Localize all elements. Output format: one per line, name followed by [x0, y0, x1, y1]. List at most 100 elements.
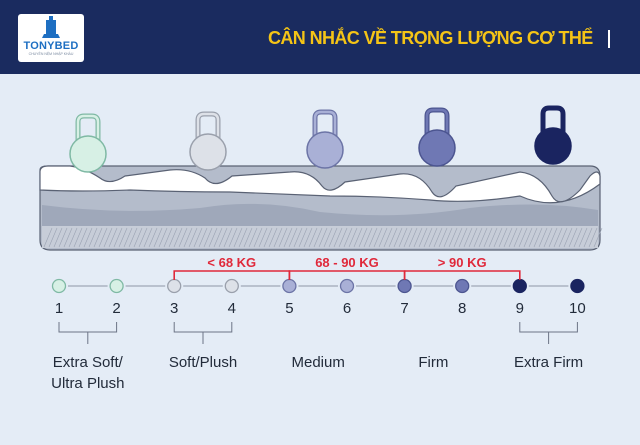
mattress-hatch-line — [318, 227, 328, 248]
scale-dot — [51, 278, 67, 294]
mattress-hatch-line — [113, 227, 123, 248]
mattress-hatch-line — [583, 227, 593, 248]
mattress-hatch-line — [243, 227, 253, 248]
mattress-hatch-line — [43, 227, 53, 248]
category-label-line: Extra Soft/ — [52, 354, 123, 371]
mattress-hatch-line — [343, 227, 353, 248]
mattress-hatch-line — [453, 227, 463, 248]
mattress-hatch-line — [563, 227, 573, 248]
mattress-hatch-line — [278, 227, 288, 248]
scale-dot — [167, 278, 182, 294]
mattress-hatch-line — [383, 227, 393, 248]
mattress-hatch-line — [73, 227, 83, 248]
mattress-hatch-line — [398, 227, 408, 248]
kettlebell-handle-inner — [76, 114, 100, 140]
mattress-hatch-line — [503, 227, 513, 248]
mattress-hatch-line — [423, 227, 433, 248]
mattress-hatch-line — [248, 227, 258, 248]
scale-number: 10 — [569, 300, 586, 317]
mattress-hatch-line — [288, 227, 298, 248]
category-bracket — [173, 322, 233, 333]
mattress-hatch-line — [123, 227, 133, 248]
scale-number: 7 — [400, 300, 409, 317]
mattress-hatch-line — [388, 227, 398, 248]
category-label-line: Extra Firm — [514, 354, 584, 371]
tonybed-logo: TONYBED CHUYÊN NỆM NHẬP KHẨU — [18, 14, 84, 62]
kettlebells — [69, 105, 572, 173]
mattress-hatch-line — [173, 227, 183, 248]
mattress-hatch-line — [218, 227, 228, 248]
mattress-hatch-line — [53, 227, 63, 248]
scale-dot — [397, 278, 412, 294]
mattress-hatch-line — [178, 227, 188, 248]
logo-subtext: CHUYÊN NỆM NHẬP KHẨU — [28, 52, 74, 56]
mattress-hatch-line — [223, 227, 233, 248]
mattress-hatch-line — [558, 227, 568, 248]
mattress-hatch-line — [133, 227, 143, 248]
mattress-hatch-line — [148, 227, 158, 248]
mattress-hatch-line — [68, 227, 78, 248]
mattress-hatch-line — [508, 227, 518, 248]
scale-dot — [224, 278, 239, 294]
category-bracket — [519, 322, 578, 333]
weight-range-label: 68 - 90 KG — [315, 255, 379, 270]
mattress-hatch-line — [533, 227, 543, 248]
mattress-hatch-line — [333, 227, 343, 248]
mattress-hatch-line — [403, 227, 413, 248]
mattress-hatch-line — [298, 227, 308, 248]
mattress-hatch-line — [433, 227, 443, 248]
mattress-hatch-line — [543, 227, 553, 248]
kettlebell-body — [69, 135, 107, 173]
mattress-hatch-line — [358, 227, 368, 248]
mattress-hatch-line — [98, 227, 108, 248]
kettlebell-handle-inner — [313, 110, 337, 136]
mattress-hatch-line — [443, 227, 453, 248]
mattress-hatch-line — [368, 227, 378, 248]
mattress-hatch-line — [393, 227, 403, 248]
mattress-hatch-line — [548, 227, 558, 248]
scale-number: 5 — [285, 300, 294, 317]
category-label: Extra Firm — [489, 352, 609, 373]
mattress-hatch-line — [108, 227, 118, 248]
weight-range-bracket — [288, 270, 406, 280]
mattress-hatch-line — [578, 227, 588, 248]
mattress-hatch-line — [553, 227, 563, 248]
mattress-hatch-line — [568, 227, 578, 248]
logo-emblem-icon — [42, 16, 60, 38]
mattress-hatch-line — [483, 227, 493, 248]
mattress-hatch-line — [88, 227, 98, 248]
scale-dot — [570, 278, 585, 294]
scale-number: 6 — [342, 300, 352, 317]
logo-text: TONYBED — [23, 40, 79, 52]
mattress — [39, 165, 603, 251]
mattress-hatch-line — [593, 227, 603, 248]
category-bracket — [58, 322, 118, 333]
mattress-hatch-line — [378, 227, 388, 248]
kettlebell-icon — [189, 111, 227, 171]
mattress-hatch-line — [268, 227, 278, 248]
mattress-hatch-line — [143, 227, 153, 248]
mattress-hatch-line — [448, 227, 458, 248]
firmness-scale — [51, 270, 585, 344]
mattress-hatch-line — [103, 227, 113, 248]
mattress-hatch-line — [83, 227, 93, 248]
mattress-hatch-line — [233, 227, 243, 248]
mattress-hatch-line — [308, 227, 318, 248]
mattress-hatch-line — [488, 227, 498, 248]
category-label: Firm — [373, 352, 493, 373]
mattress-hatch-line — [463, 227, 473, 248]
mattress-hatch-line — [528, 227, 538, 248]
category-label-line: Soft/Plush — [168, 354, 238, 371]
category-label-line: Medium — [291, 354, 345, 371]
mattress-hatch-line — [468, 227, 478, 248]
mattress-hatch-line — [263, 227, 273, 248]
mattress-hatch-line — [523, 227, 533, 248]
mattress-hatch-line — [338, 227, 348, 248]
category-label: Soft/Plush — [143, 352, 263, 373]
kettlebell-body — [534, 127, 572, 165]
scale-dot — [109, 278, 124, 294]
mattress-hatch-line — [348, 227, 358, 248]
mattress-hatch-line — [183, 227, 193, 248]
